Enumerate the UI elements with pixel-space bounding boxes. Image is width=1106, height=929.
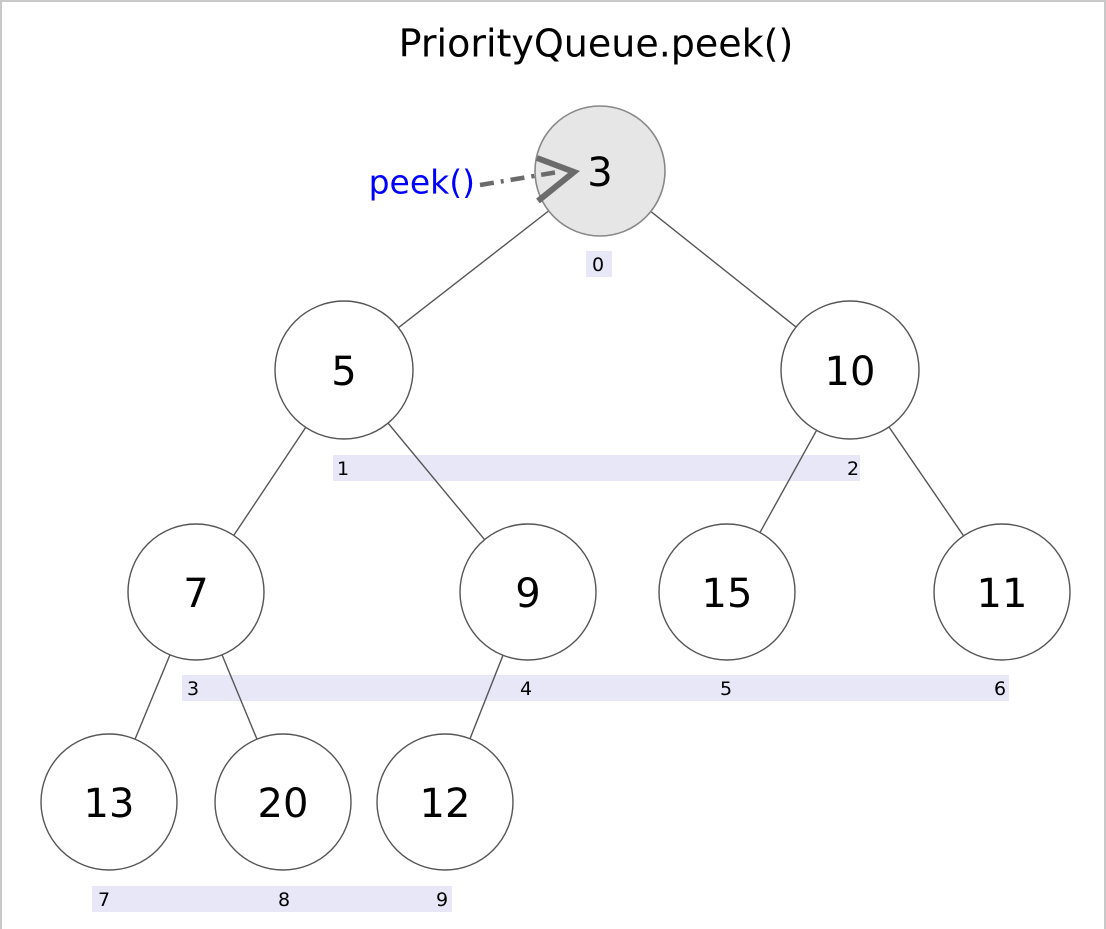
- heap-node-5[interactable]: 15: [658, 523, 796, 661]
- node-circle-5[interactable]: [658, 523, 796, 661]
- node-value-3: 7: [183, 571, 208, 617]
- heap-node-8[interactable]: 20: [214, 733, 352, 871]
- peek-arrow-line: [479, 169, 559, 188]
- node-value-2: 10: [825, 349, 876, 395]
- heap-node-4[interactable]: 9: [459, 523, 597, 661]
- node-index-9: 9: [436, 889, 448, 911]
- node-index-0: 0: [592, 254, 604, 276]
- node-circle-3[interactable]: [127, 523, 265, 661]
- node-value-1: 5: [331, 349, 356, 395]
- node-circle-4[interactable]: [459, 523, 597, 661]
- node-value-9: 12: [420, 781, 471, 827]
- node-circle-9[interactable]: [376, 733, 514, 871]
- node-value-4: 9: [515, 571, 540, 617]
- heap-node-7[interactable]: 13: [40, 733, 178, 871]
- heap-node-2[interactable]: 10: [780, 300, 920, 440]
- node-index-4: 4: [520, 678, 532, 700]
- node-circle-8[interactable]: [214, 733, 352, 871]
- node-circle-2[interactable]: [780, 300, 920, 440]
- heap-node-6[interactable]: 11: [933, 523, 1071, 661]
- node-index-5: 5: [720, 678, 732, 700]
- node-index-1: 1: [337, 458, 349, 480]
- index-band-level-2: [182, 675, 1009, 701]
- node-value-0: 3: [587, 150, 612, 196]
- node-circle-7[interactable]: [40, 733, 178, 871]
- node-index-6: 6: [994, 678, 1006, 700]
- node-value-5: 15: [702, 571, 753, 617]
- node-index-8: 8: [278, 889, 290, 911]
- node-index-3: 3: [187, 678, 199, 700]
- index-band-level-0: [586, 251, 612, 277]
- node-circle-0[interactable]: [534, 105, 666, 237]
- heap-node-1[interactable]: 5: [274, 300, 414, 440]
- node-index-7: 7: [98, 889, 110, 911]
- node-value-7: 13: [84, 781, 135, 827]
- heap-node-9[interactable]: 12: [376, 733, 514, 871]
- peek-arrow-head-icon: [535, 155, 580, 204]
- heap-node-0[interactable]: 3: [534, 105, 666, 237]
- node-circle-6[interactable]: [933, 523, 1071, 661]
- node-index-2: 2: [847, 458, 859, 480]
- page-title: PriorityQueue.peek(): [399, 22, 794, 66]
- heap-node-3[interactable]: 7: [127, 523, 265, 661]
- index-band-level-1: [333, 455, 860, 481]
- index-band-level-3: [92, 886, 452, 912]
- node-value-6: 11: [977, 571, 1028, 617]
- node-value-8: 20: [258, 781, 309, 827]
- node-circle-1[interactable]: [274, 300, 414, 440]
- peek-annotation-label: peek(): [369, 163, 475, 202]
